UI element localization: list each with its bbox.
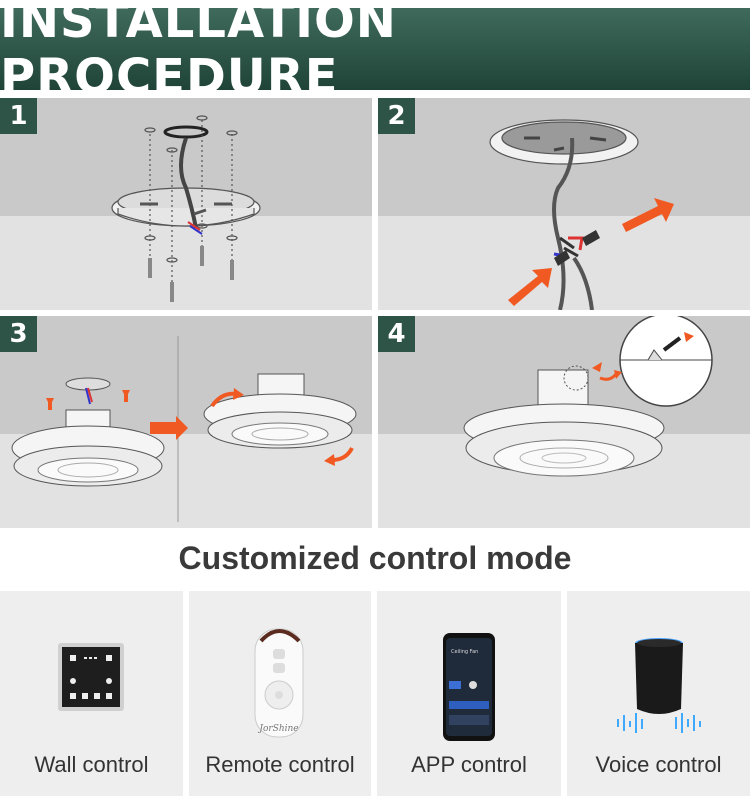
step-1-panel: 1 [0, 98, 372, 310]
control-card-wall: Wall control [0, 591, 183, 796]
title-banner: INSTALLATION PROCEDURE [0, 0, 750, 105]
control-card-app: Ceiling Fan APP control [377, 591, 561, 796]
control-label: Remote control [205, 752, 355, 777]
step-number-badge: 3 [0, 316, 37, 352]
wall-switch-panel-icon [58, 643, 124, 711]
step-2-illustration [489, 119, 674, 310]
control-card-remote: JorShine Remote control [189, 591, 371, 796]
control-label: Wall control [34, 752, 149, 777]
control-card-voice: Voice control [567, 591, 750, 796]
smart-speaker-icon [617, 638, 701, 733]
control-section-title: Customized control mode [178, 540, 572, 576]
step-1-illustration [111, 115, 261, 302]
step-number-badge: 1 [0, 98, 37, 134]
step-4-panel: 4 [378, 316, 750, 528]
step-number-badge: 4 [378, 316, 415, 352]
control-label: APP control [411, 752, 527, 777]
smartphone-app-icon: Ceiling Fan [443, 633, 495, 741]
step-4-illustration [463, 316, 713, 477]
step-3-panel: 3 [0, 316, 372, 528]
svg-text:JorShine: JorShine [257, 724, 298, 734]
control-label: Voice control [595, 752, 722, 777]
step-number-badge: 2 [378, 98, 415, 134]
svg-text:Ceiling Fan: Ceiling Fan [451, 649, 478, 655]
remote-controller-icon: JorShine [254, 628, 304, 738]
step-2-panel: 2 [378, 98, 750, 310]
step-3-illustration [11, 336, 357, 522]
page-title: INSTALLATION PROCEDURE [0, 0, 397, 105]
